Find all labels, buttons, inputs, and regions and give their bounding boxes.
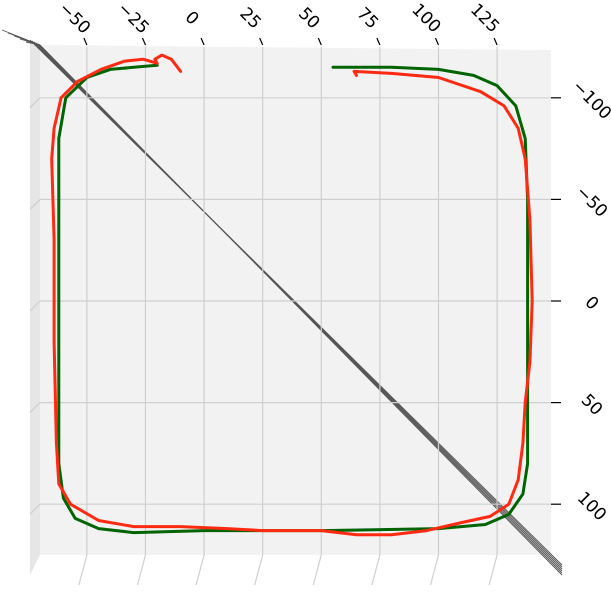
y-side-line xyxy=(29,198,41,210)
x-floor-line xyxy=(254,554,264,586)
x-tick-mark xyxy=(317,37,322,46)
y-side-line xyxy=(29,503,41,515)
x-tick-mark xyxy=(434,37,440,46)
pane-corner-line xyxy=(25,41,41,46)
y-tick-labels: −100 −50 0 50 100 xyxy=(568,77,611,526)
x-tick-mark xyxy=(141,37,147,46)
y-tick-label: 0 xyxy=(581,293,603,315)
x-tick-label: 50 xyxy=(294,4,323,33)
x-tick-label: 125 xyxy=(466,0,503,37)
x-tick-mark xyxy=(83,37,88,46)
x-tick-label: 75 xyxy=(353,4,382,33)
x-tick-mark xyxy=(376,37,381,46)
x-tick-labels: −50 −25 0 25 50 75 100 125 xyxy=(55,0,504,38)
x-floor-line xyxy=(78,554,88,586)
x-tick-label: 100 xyxy=(407,0,444,37)
x-floor-line xyxy=(371,554,381,586)
y-tick-label: 50 xyxy=(577,390,606,419)
series-line-2 xyxy=(50,53,534,537)
y-side-line xyxy=(29,97,41,109)
x-tick-label: 0 xyxy=(181,8,203,30)
y-tick-label: −50 xyxy=(572,182,611,222)
x-tick-mark xyxy=(493,37,498,46)
x-tick-mark xyxy=(259,37,264,46)
x-tick-label: 25 xyxy=(235,4,264,33)
y-side-line xyxy=(29,402,41,414)
x-floor-line xyxy=(488,554,498,586)
y-tick-label: −100 xyxy=(568,77,611,124)
series-lines xyxy=(50,53,534,537)
tick-marks xyxy=(83,37,561,505)
x-floor-line xyxy=(429,554,440,586)
y-side-line xyxy=(29,300,41,312)
x-floor-line xyxy=(136,554,147,586)
x-tick-label: −50 xyxy=(55,0,95,38)
y-tick-label: 100 xyxy=(573,488,610,525)
x-floor-line xyxy=(195,554,205,586)
x-tick-mark xyxy=(200,37,205,46)
pane-edge-line xyxy=(39,44,563,576)
y-grid-lines xyxy=(29,97,551,515)
x-floor-line xyxy=(312,554,322,586)
side-pane xyxy=(1,29,563,576)
x-tick-label: −25 xyxy=(113,0,153,38)
side-pane-face xyxy=(30,40,40,575)
